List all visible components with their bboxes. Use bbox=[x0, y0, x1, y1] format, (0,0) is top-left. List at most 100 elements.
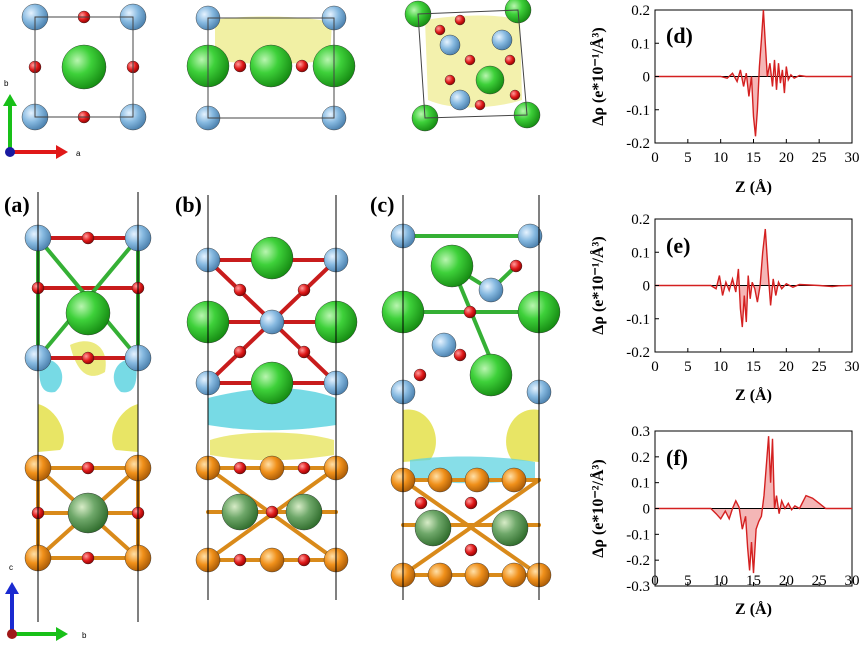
o-atom bbox=[233, 553, 247, 567]
data-line bbox=[655, 436, 852, 574]
axis-c-dot bbox=[5, 147, 15, 157]
panel-label-e: (e) bbox=[666, 233, 690, 258]
o-atom bbox=[233, 59, 247, 73]
x-tick-label: 25 bbox=[812, 150, 827, 166]
x-tick-label: 15 bbox=[746, 150, 761, 166]
ca-atom bbox=[250, 236, 294, 280]
o-atom bbox=[265, 505, 279, 519]
o-atom bbox=[444, 74, 456, 86]
axis-b2-arrowhead bbox=[56, 627, 68, 641]
ti-atom bbox=[517, 223, 543, 249]
o-atom bbox=[81, 351, 95, 365]
x-tick-label: 25 bbox=[812, 573, 827, 589]
axis-c-arrowhead bbox=[5, 582, 19, 594]
fe-atom bbox=[464, 562, 490, 588]
bond bbox=[401, 478, 541, 577]
x-tick-label: 10 bbox=[713, 573, 728, 589]
ti-atom bbox=[259, 309, 285, 335]
ti-atom bbox=[478, 277, 504, 303]
y-tick-label: 0.1 bbox=[631, 36, 650, 52]
panel-label-b: (b) bbox=[175, 192, 202, 217]
ca-atom bbox=[65, 290, 111, 336]
isosurface-yellow bbox=[403, 409, 436, 462]
isosurface-yellow bbox=[210, 432, 334, 461]
axis-triad-bottom: c b bbox=[5, 563, 87, 641]
x-tick-label: 15 bbox=[746, 573, 761, 589]
o-atom bbox=[233, 345, 247, 359]
fe-atom bbox=[259, 547, 285, 573]
y-tick-label: 0 bbox=[643, 279, 651, 295]
ca-atom bbox=[475, 65, 505, 95]
y-tick-label: -0.1 bbox=[626, 312, 650, 328]
y-tick-label: -0.1 bbox=[626, 103, 650, 119]
fe-atom bbox=[259, 455, 285, 481]
x-tick-label: 5 bbox=[684, 573, 692, 589]
top-cell-outline-a bbox=[34, 16, 134, 118]
y-tick-label: -0.3 bbox=[626, 579, 650, 595]
o-atom bbox=[464, 54, 476, 66]
panel-label-d: (d) bbox=[666, 23, 693, 48]
o-atom bbox=[297, 461, 311, 475]
x-tick-label: 10 bbox=[713, 150, 728, 166]
y-tick-label: 0.2 bbox=[631, 212, 650, 228]
o-atom bbox=[233, 283, 247, 297]
axis-label-b2: b bbox=[82, 631, 87, 640]
y-tick-label: 0.1 bbox=[631, 245, 650, 261]
o-atom bbox=[464, 543, 478, 557]
o-atom bbox=[414, 496, 428, 510]
crystal-structures bbox=[21, 0, 561, 588]
panel-label-f: (f) bbox=[666, 445, 688, 470]
y-tick-label: 0.2 bbox=[631, 3, 650, 19]
isosurface-yellow bbox=[38, 404, 64, 452]
ca-atom bbox=[250, 361, 294, 405]
x-axis-label: Z (Å) bbox=[735, 386, 772, 404]
o-atom bbox=[233, 461, 247, 475]
x-tick-label: 5 bbox=[684, 359, 692, 375]
x-tick-label: 30 bbox=[845, 150, 860, 166]
isosurface-yellow bbox=[215, 16, 332, 64]
y-tick-label: 0 bbox=[643, 502, 651, 518]
ti-atom bbox=[431, 332, 457, 358]
panel-label-a: (a) bbox=[4, 192, 30, 217]
x-axis-label: Z (Å) bbox=[735, 178, 772, 196]
o-atom bbox=[504, 54, 516, 66]
y-tick-label: 0.3 bbox=[631, 424, 650, 440]
y-tick-label: -0.2 bbox=[626, 553, 650, 569]
fe-atom bbox=[501, 562, 527, 588]
y-tick-label: -0.1 bbox=[626, 527, 650, 543]
axis-label-b: b bbox=[4, 79, 9, 88]
ti-atom bbox=[491, 29, 513, 51]
x-tick-label: 5 bbox=[684, 150, 692, 166]
fe-atom bbox=[427, 467, 453, 493]
x-tick-label: 15 bbox=[746, 359, 761, 375]
y-tick-label: -0.2 bbox=[626, 345, 650, 361]
axis-a2-dot bbox=[7, 629, 17, 639]
x-tick-label: 10 bbox=[713, 359, 728, 375]
o-atom bbox=[81, 461, 95, 475]
ca-atom bbox=[61, 44, 107, 90]
isosurface-yellow bbox=[506, 409, 539, 462]
fe-atom bbox=[427, 562, 453, 588]
y-axis-label: Δρ (e*10⁻¹/Å³) bbox=[589, 236, 607, 334]
x-tick-label: 0 bbox=[651, 359, 659, 375]
y-tick-label: -0.2 bbox=[626, 136, 650, 152]
axis-b-arrowhead bbox=[3, 94, 17, 106]
data-line bbox=[655, 228, 853, 328]
o-atom bbox=[413, 368, 427, 382]
panel-label-c: (c) bbox=[370, 192, 394, 217]
o-atom bbox=[509, 259, 523, 273]
ti-atom bbox=[449, 89, 471, 111]
o-atom bbox=[81, 551, 95, 565]
ca-atom bbox=[430, 244, 474, 288]
ti-atom bbox=[439, 34, 461, 56]
o-atom bbox=[453, 348, 467, 362]
x-tick-label: 0 bbox=[651, 150, 659, 166]
o-atom bbox=[464, 496, 478, 510]
isosurface-cyan bbox=[208, 388, 336, 431]
top-cell-outline-c bbox=[417, 9, 528, 119]
o-atom bbox=[474, 99, 486, 111]
o-atom bbox=[297, 345, 311, 359]
x-tick-label: 0 bbox=[651, 573, 659, 589]
